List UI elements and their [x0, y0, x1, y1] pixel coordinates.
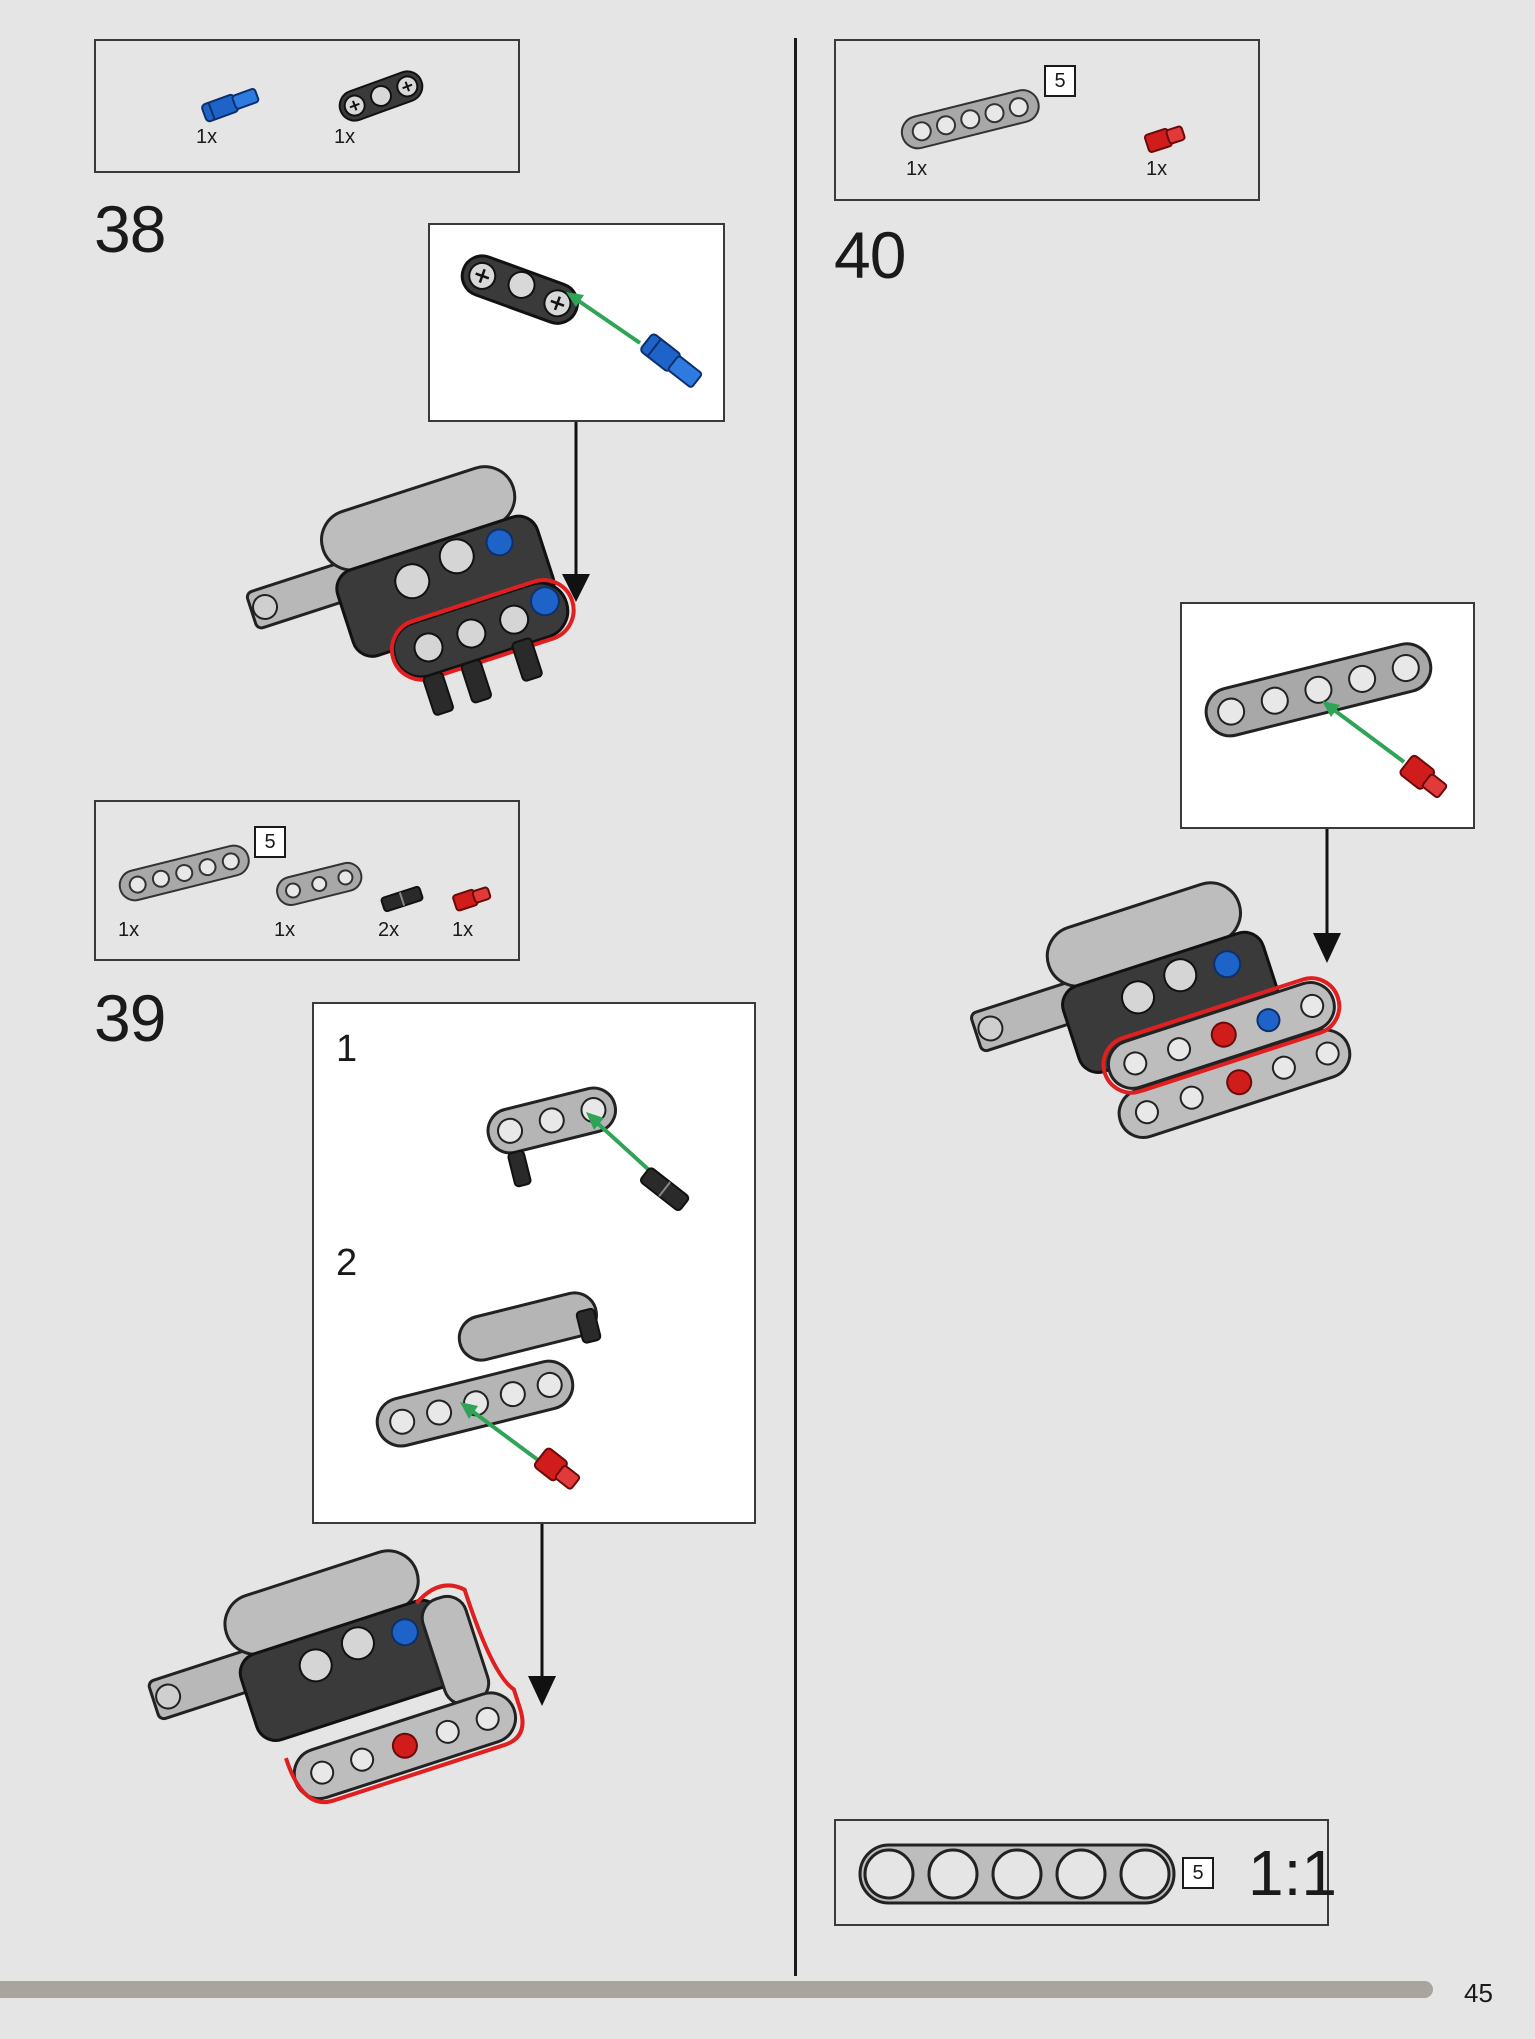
step-38-down-arrow [562, 422, 590, 602]
grey-beam-3-icon [276, 861, 363, 906]
step-39-model-illustration [147, 1549, 525, 1804]
step-39-beam-length-badge: 5 [254, 826, 286, 858]
substep-1-illustration [486, 1086, 690, 1212]
step-38-number: 38 [94, 192, 166, 266]
step-39-callout: 1 2 [312, 1002, 756, 1524]
step-40-beam-length-badge: 5 [1044, 65, 1076, 97]
red-pin-icon [452, 886, 492, 912]
step-39-part-2-qty: 1x [274, 919, 296, 941]
black-pin-icon [380, 885, 424, 913]
step-40-model-illustration [970, 881, 1352, 1139]
substep-2-illustration [375, 1291, 602, 1490]
progress-bar [0, 1981, 1433, 1998]
page-number: 45 [1464, 1978, 1493, 2008]
step-39-substep-2-number: 2 [336, 1242, 358, 1284]
step-39-number: 39 [94, 981, 166, 1055]
step-38-part-2-qty: 1x [334, 126, 356, 148]
step-40-part-2-qty: 1x [1146, 158, 1168, 180]
step-39-substep-1-number: 1 [336, 1028, 358, 1070]
step-38-part-1-qty: 1x [196, 126, 218, 148]
step-40-parts-list: 5 1x 1x [834, 39, 1260, 201]
step-40-callout [1180, 602, 1475, 829]
scale-reference-box: 5 1:1 [834, 1819, 1337, 1926]
step-38-model-illustration [245, 465, 576, 716]
blue-axle-pin-icon [201, 87, 260, 123]
step-39-part-3-qty: 2x [378, 919, 400, 941]
scale-ratio-label: 1:1 [1248, 1837, 1337, 1909]
step-38-callout [428, 223, 725, 422]
step-39-part-1-qty: 1x [118, 919, 140, 941]
step-39-down-arrow [528, 1524, 556, 1706]
column-divider [794, 38, 797, 1976]
grey-beam-5-icon [900, 89, 1040, 150]
step-40-part-1-qty: 1x [906, 158, 928, 180]
beam-5-scale-illustration [858, 1843, 1176, 1905]
grey-beam-5-icon [118, 844, 250, 902]
beam-callout-illustration [1204, 642, 1448, 799]
step-39-parts-list: 5 1x 1x 2x 1x [94, 800, 520, 961]
dark-cross-block-icon [338, 70, 424, 122]
scale-length-badge: 5 [1182, 1857, 1214, 1889]
step-38-parts-list: 1x 1x [94, 39, 520, 173]
step-40-number: 40 [834, 218, 906, 292]
step-39-part-4-qty: 1x [452, 919, 474, 941]
step-40-down-arrow [1313, 829, 1341, 963]
red-pin-icon [1143, 125, 1186, 153]
cross-block-callout-illustration [460, 254, 703, 388]
